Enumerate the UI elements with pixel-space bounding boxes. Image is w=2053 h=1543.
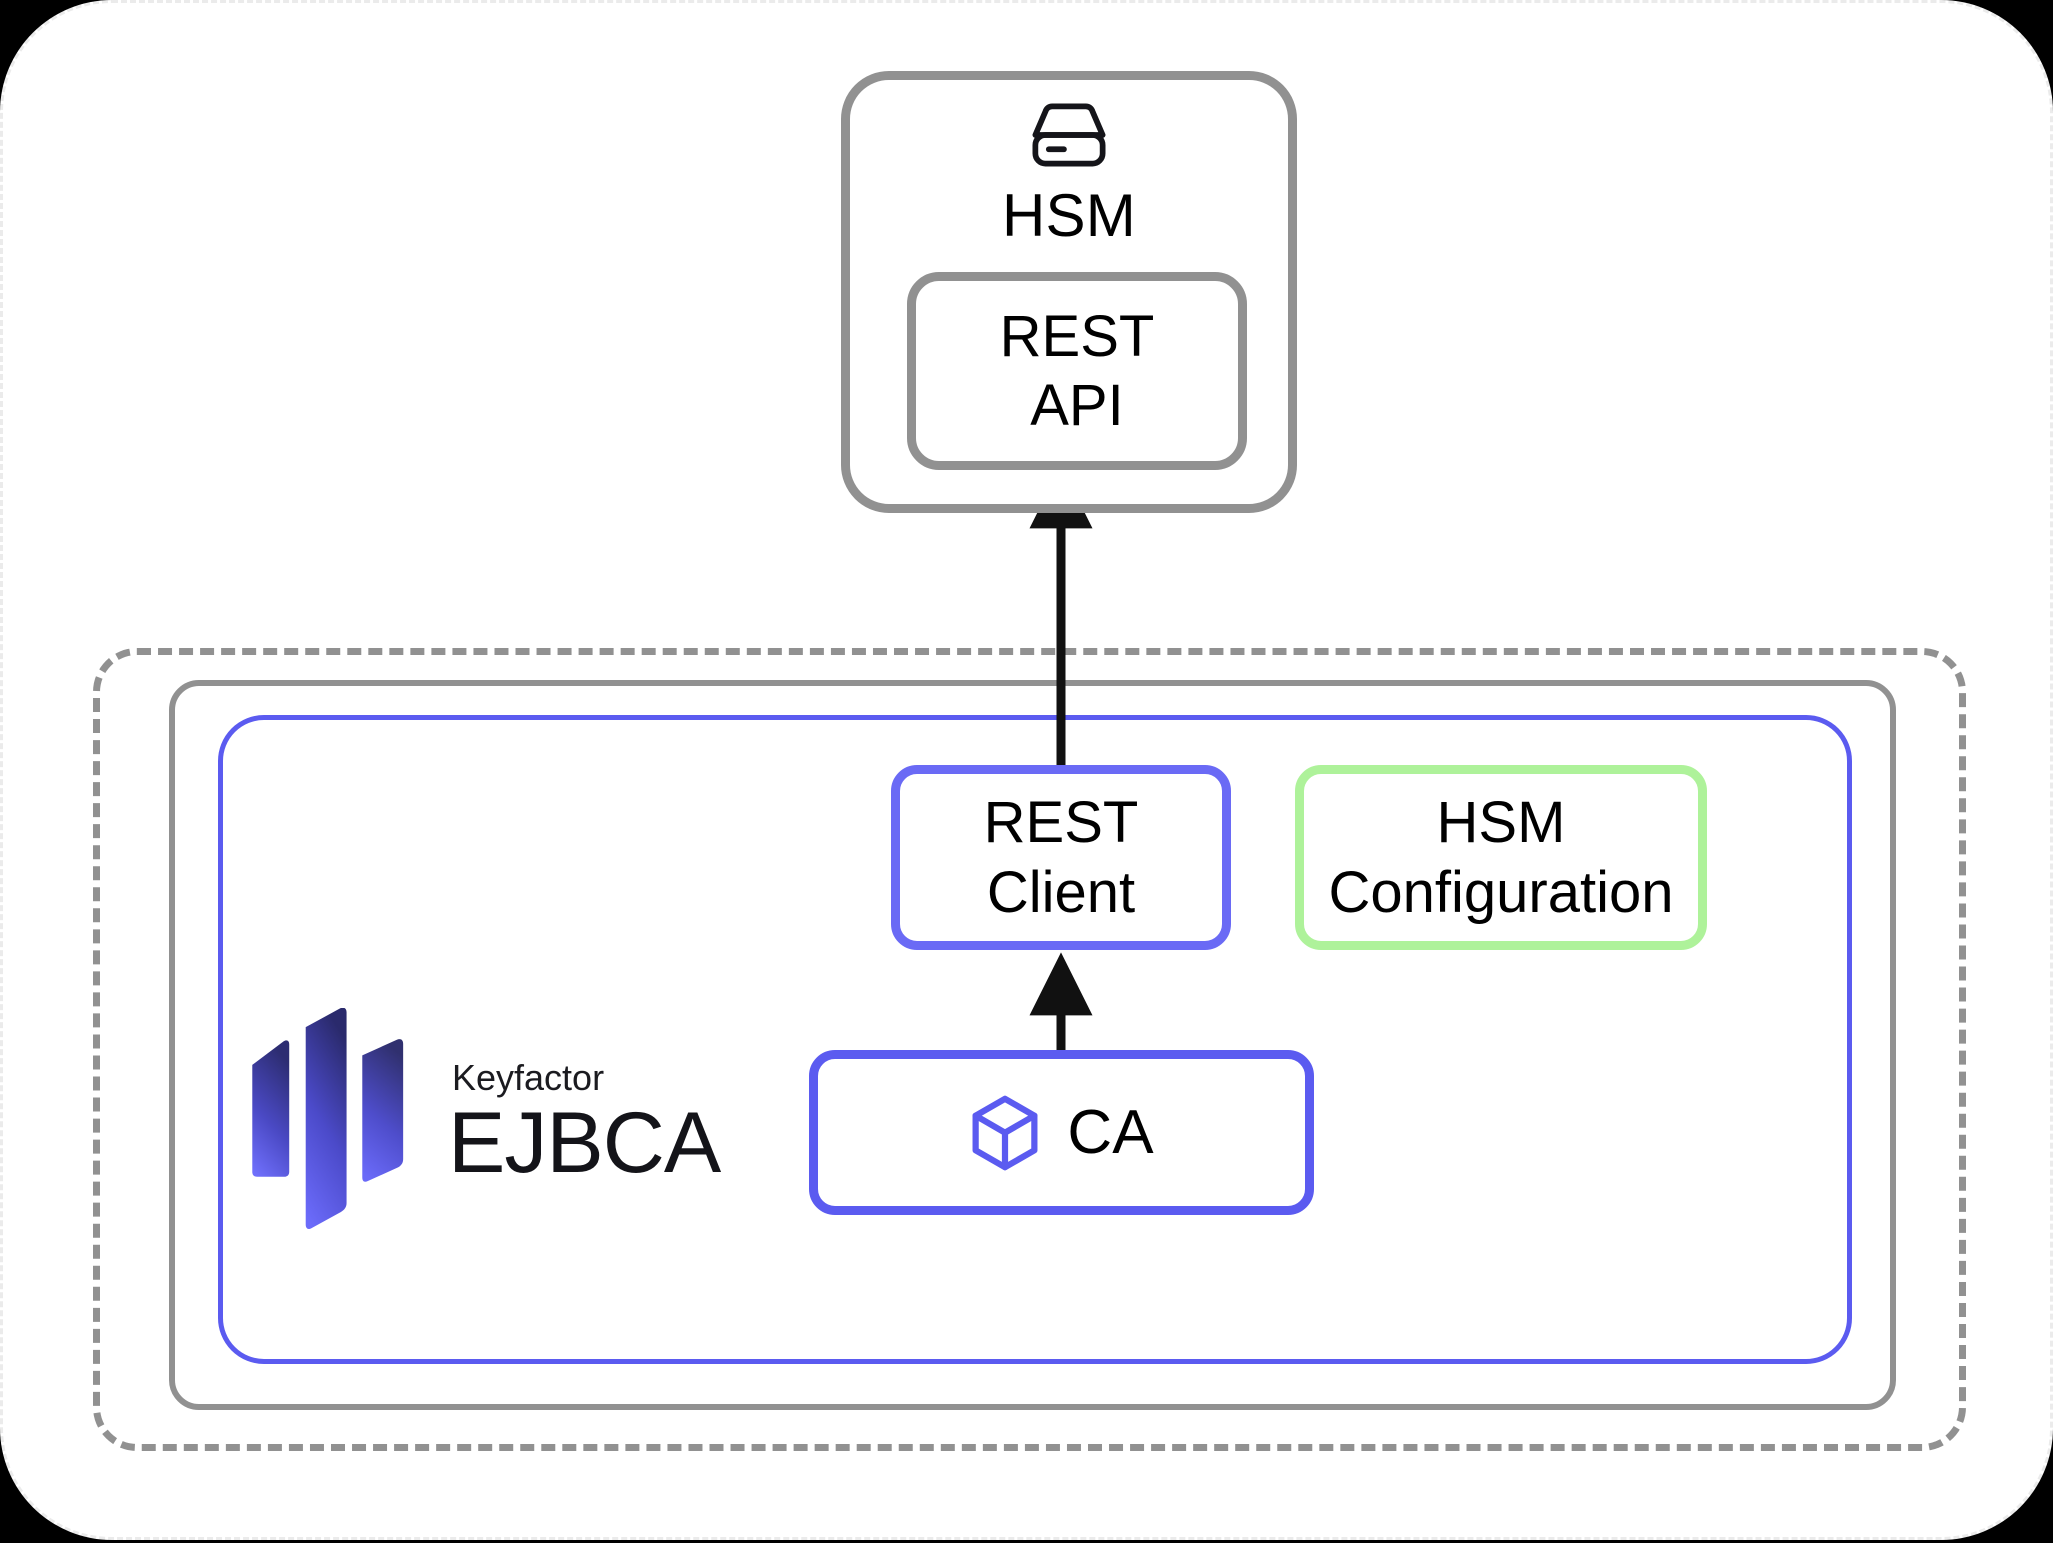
- keyfactor-logo-mark: [252, 1008, 404, 1230]
- hsm-configuration-label-line2: Configuration: [1328, 859, 1674, 925]
- rest-client-label-line2: Client: [986, 859, 1136, 925]
- logo-product-text: EJBCA: [448, 1094, 721, 1191]
- hsm-label: HSM: [1002, 182, 1136, 249]
- hsm-configuration-box[interactable]: HSM Configuration: [1295, 765, 1707, 950]
- logo-brand-text: Keyfactor: [452, 1057, 605, 1099]
- ca-box[interactable]: CA: [809, 1050, 1314, 1215]
- rest-client-label-line1: REST: [983, 790, 1139, 856]
- logo-wordmark: Keyfactor EJBCA: [448, 1057, 721, 1191]
- cube-icon: [972, 1095, 1038, 1170]
- rest-api-label-line1: REST: [999, 303, 1155, 369]
- hsm-configuration-label-line1: HSM: [1436, 790, 1566, 856]
- deployment-boundary-dashed: [93, 648, 1966, 1451]
- hsm-appliance-box[interactable]: HSM REST API: [841, 71, 1297, 513]
- ejbca-application-boundary: [218, 715, 1852, 1364]
- rest-client-box[interactable]: REST Client: [891, 765, 1231, 950]
- keyfactor-ejbca-logo: Keyfactor EJBCA: [246, 1008, 721, 1238]
- server-icon: [1032, 103, 1106, 167]
- ca-label: CA: [1067, 1097, 1154, 1167]
- rest-api-label-line2: API: [1030, 373, 1124, 438]
- rest-api-box[interactable]: REST API: [907, 272, 1247, 470]
- host-boundary: [169, 680, 1896, 1410]
